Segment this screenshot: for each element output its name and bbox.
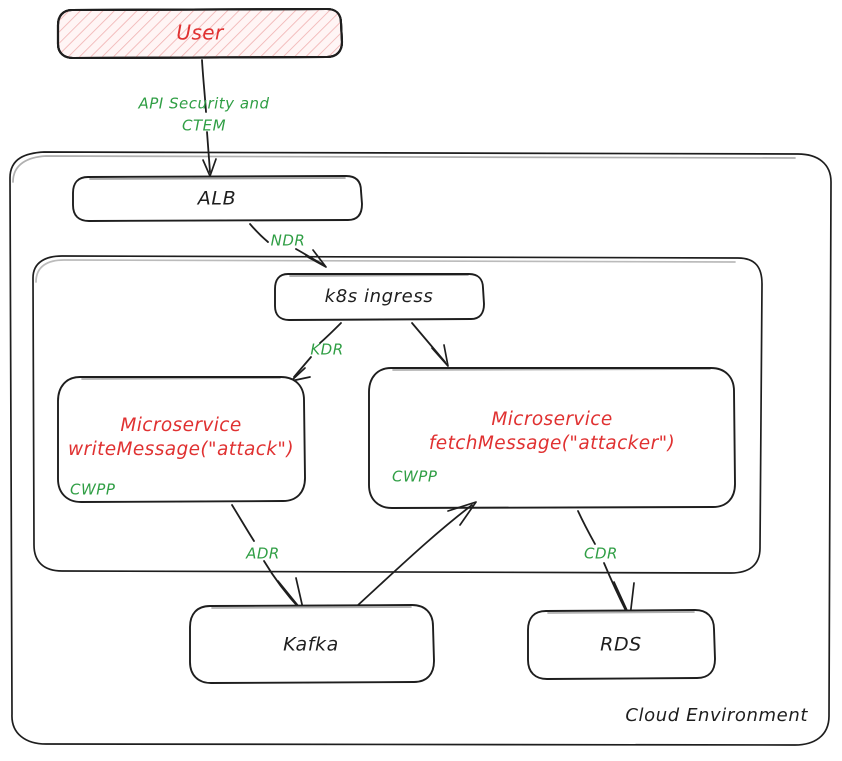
node-rds-label: RDS [600,634,642,656]
edge-label-cdr: CDR [584,545,618,563]
node-alb-label: ALB [196,188,236,210]
node-microservice-fetch-line2: fetchMessage("attacker") [429,433,675,454]
edge-kafka-to-fetch [344,501,477,618]
edge-fetch-to-rds: CDR [577,510,635,618]
node-microservice-write-line2: writeMessage("attack") [68,439,294,460]
node-microservice-fetch[interactable]: Microservice fetchMessage("attacker") CW… [368,367,736,509]
node-k8s-ingress-label: k8s ingress [325,286,434,307]
node-user-label: User [176,21,225,45]
node-microservice-write[interactable]: Microservice writeMessage("attack") CWPP [57,376,306,503]
node-alb[interactable]: ALB [72,175,363,222]
edge-ingress-to-write: KDR [290,322,343,382]
badge-cwpp-write: CWPP [70,481,116,499]
edge-user-to-alb: API Security and CTEM [137,59,269,177]
edge-label-ndr: NDR [271,232,306,250]
badge-cwpp-fetch: CWPP [392,468,438,486]
edge-label-adr: ADR [245,545,280,563]
node-user[interactable]: User [56,7,344,60]
edge-write-to-kafka: ADR [231,504,305,614]
node-kafka-label: Kafka [283,634,339,656]
edge-label-api-security-line1: API Security and [137,95,269,113]
edge-alb-to-ingress: NDR [249,223,327,268]
cloud-environment-container: Cloud Environment [9,151,832,746]
node-rds[interactable]: RDS [527,609,716,680]
cloud-environment-label: Cloud Environment [625,705,808,726]
node-k8s-ingress[interactable]: k8s ingress [274,273,485,321]
node-kafka[interactable]: Kafka [189,604,435,684]
node-microservice-write-line1: Microservice [120,415,241,436]
edge-ingress-to-fetch [411,322,449,367]
k8s-cluster-container [32,255,763,574]
edge-label-api-security-line2: CTEM [182,117,226,135]
edge-label-kdr: KDR [310,341,343,359]
node-microservice-fetch-line1: Microservice [491,409,612,430]
